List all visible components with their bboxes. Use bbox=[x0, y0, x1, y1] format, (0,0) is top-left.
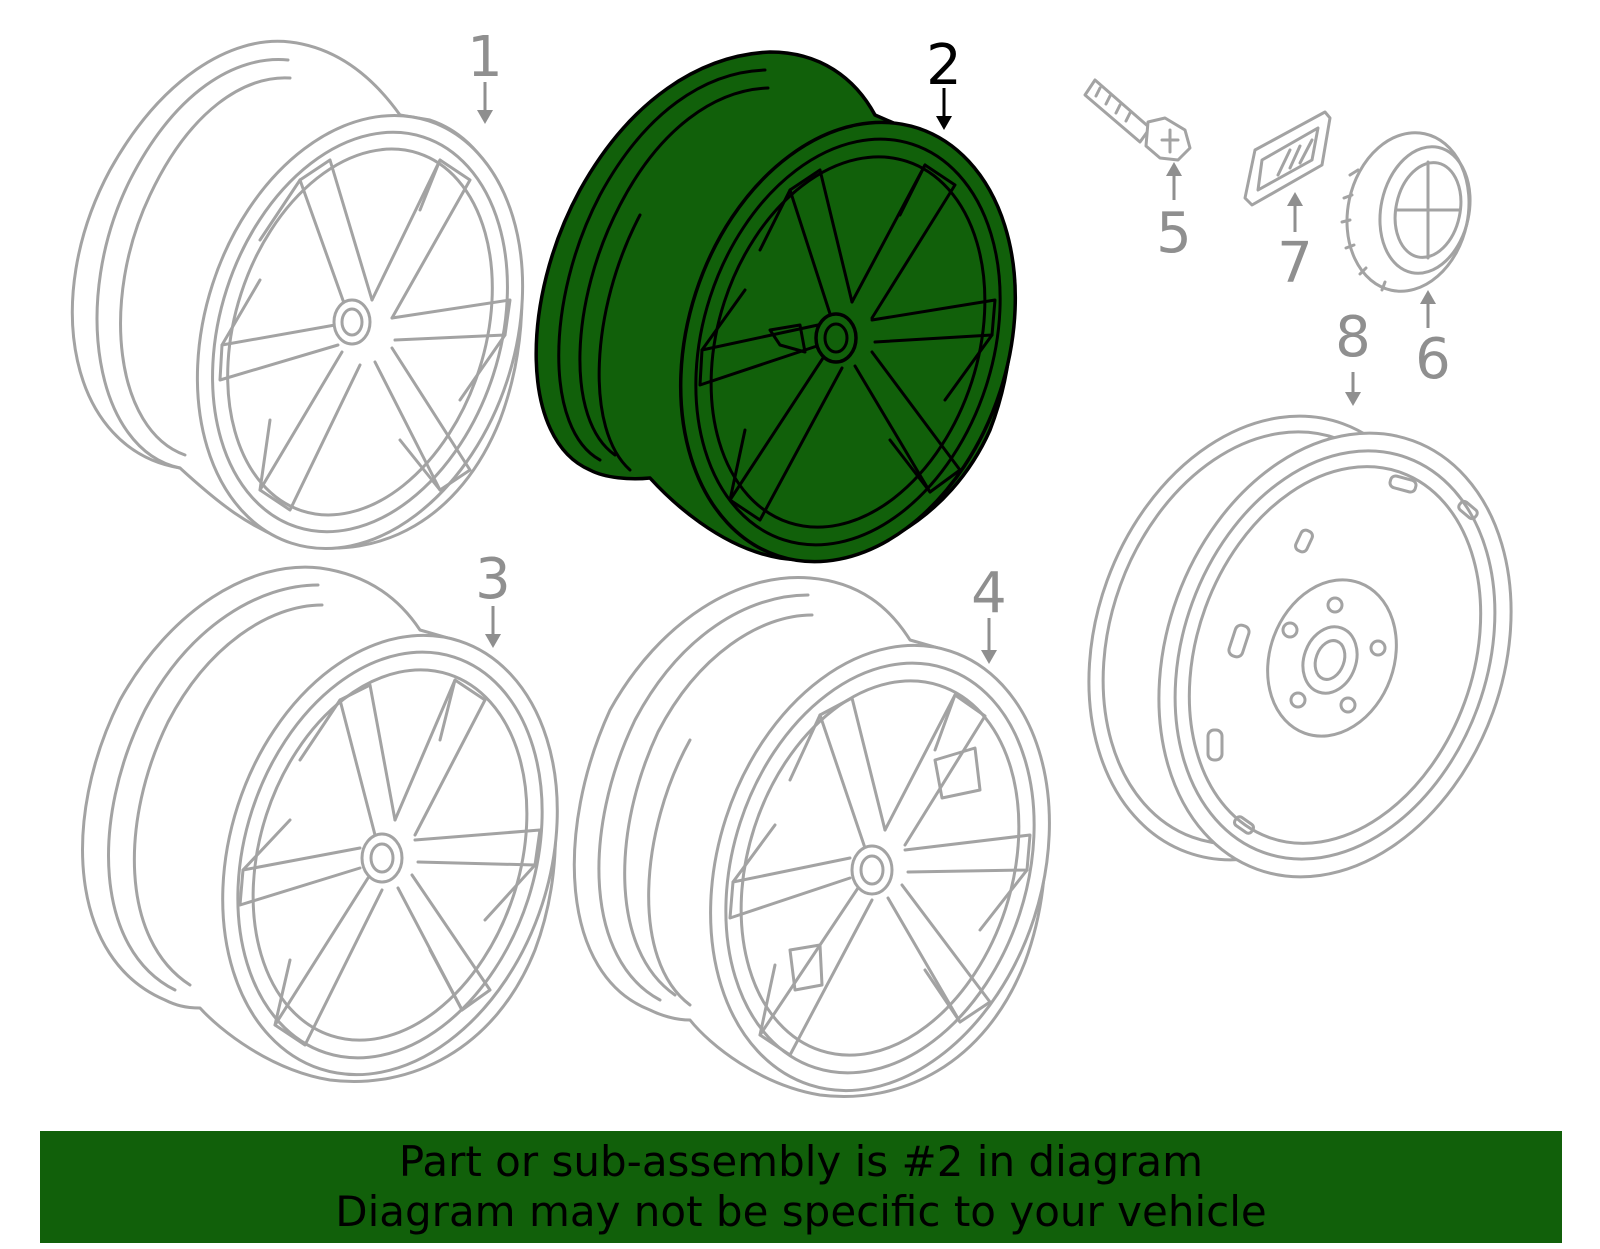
callout-leader-6 bbox=[1420, 290, 1436, 328]
callout-leader-5 bbox=[1166, 162, 1182, 200]
callout-label-8: 8 bbox=[1335, 305, 1371, 370]
callout-label-2: 2 bbox=[926, 33, 962, 98]
callout-label-1: 1 bbox=[467, 25, 503, 90]
callout-label-3: 3 bbox=[475, 547, 511, 612]
wheel-part-4[interactable] bbox=[572, 576, 1104, 1130]
callout-label-6: 6 bbox=[1415, 327, 1451, 392]
center-cap-part-6[interactable] bbox=[1333, 121, 1484, 302]
spare-wheel-part-8[interactable] bbox=[1029, 366, 1571, 926]
banner-line-part-number: Part or sub-assembly is #2 in diagram bbox=[398, 1137, 1204, 1186]
callout-leader-7 bbox=[1287, 192, 1303, 232]
callout-leader-1 bbox=[477, 82, 493, 124]
callout-label-4: 4 bbox=[971, 561, 1007, 626]
callout-leader-3 bbox=[485, 606, 501, 648]
badge-part-7[interactable] bbox=[1243, 110, 1332, 207]
wheel-bolt-part-5[interactable] bbox=[1083, 78, 1192, 162]
callout-leader-4 bbox=[981, 618, 997, 664]
callout-leader-8 bbox=[1345, 372, 1361, 406]
info-banner: Part or sub-assembly is #2 in diagram Di… bbox=[40, 1131, 1562, 1243]
wheel-part-3[interactable] bbox=[81, 565, 612, 1118]
callout-label-7: 7 bbox=[1277, 231, 1313, 296]
wheel-part-1[interactable] bbox=[70, 39, 576, 591]
callout-leader-2 bbox=[936, 88, 952, 130]
callout-label-5: 5 bbox=[1156, 201, 1192, 266]
wheel-part-2-highlighted[interactable] bbox=[534, 50, 1070, 605]
parts-diagram: 1 2 3 4 5 6 7 8 bbox=[70, 25, 1571, 1130]
banner-line-disclaimer: Diagram may not be specific to your vehi… bbox=[335, 1187, 1267, 1236]
